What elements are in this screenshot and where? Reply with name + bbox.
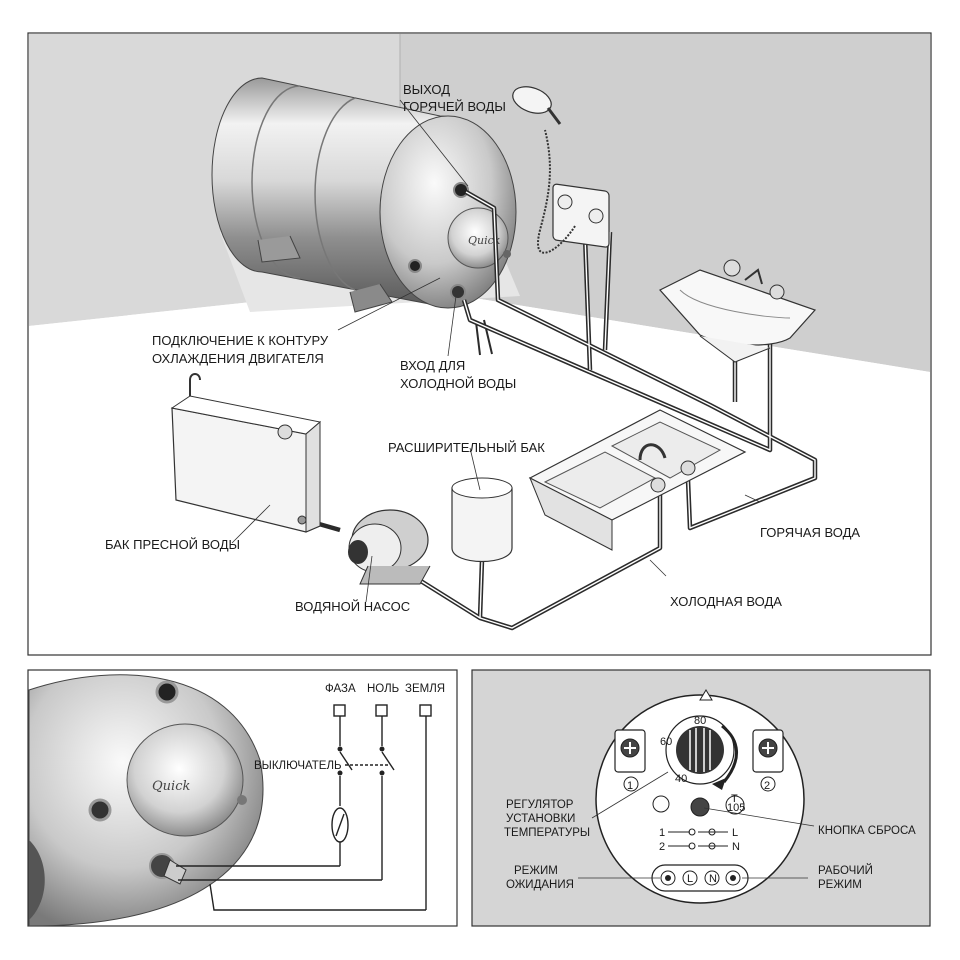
- thermostat-panel: [471, 669, 931, 927]
- dial-value-60: 60: [660, 736, 672, 748]
- label-engine-loop-1: ПОДКЛЮЧЕНИЕ К КОНТУРУ: [152, 333, 329, 348]
- expansion-tank: [451, 477, 513, 563]
- wiring-lines: [176, 704, 432, 911]
- label-working-1: РАБОЧИЙ: [818, 864, 873, 877]
- label-cold-inlet-2: ХОЛОДНОЙ ВОДЫ: [400, 376, 516, 391]
- label-standby-1: РЕЖИМ: [514, 865, 558, 877]
- label-ground: ЗЕМЛЯ: [405, 683, 445, 695]
- wire-l-label: L: [732, 827, 738, 839]
- terminal-2-label: 2: [764, 780, 770, 792]
- terminal-1-label: 1: [627, 780, 633, 792]
- wiring-panel: Quick: [27, 669, 458, 927]
- kitchen-sink: [528, 409, 747, 551]
- heater-brand: Quick: [468, 234, 501, 247]
- water-pump: [348, 509, 431, 585]
- wiring-heater-brand: Quick: [152, 779, 190, 794]
- label-working-2: РЕЖИМ: [818, 879, 862, 891]
- wire-1-label: 1: [659, 827, 665, 839]
- label-engine-loop-2: ОХЛАЖДЕНИЯ ДВИГАТЕЛЯ: [152, 351, 324, 366]
- wire-2-label: 2: [659, 841, 665, 853]
- thermal-cutoff-value: 105: [727, 802, 745, 814]
- label-temp-regulator-3: ТЕМПЕРАТУРЫ: [504, 827, 590, 839]
- label-switch: ВЫКЛЮЧАТЕЛЬ: [254, 760, 342, 772]
- label-hot-outlet-1: ВЫХОД: [403, 82, 450, 97]
- label-expansion-tank: РАСШИРИТЕЛЬНЫЙ БАК: [388, 440, 545, 455]
- indicator-l-label: L: [687, 873, 693, 885]
- back-wall: [400, 34, 930, 372]
- main-leaders: [231, 99, 761, 603]
- hot-outlet-fitting: [453, 182, 469, 198]
- cold-inlet-fitting: [450, 284, 466, 300]
- label-temp-regulator-2: УСТАНОВКИ: [506, 813, 575, 825]
- label-phase: ФАЗА: [325, 683, 356, 695]
- wire-n-label: N: [732, 841, 740, 853]
- shower: [512, 86, 610, 254]
- label-pump: ВОДЯНОЙ НАСОС: [295, 599, 410, 614]
- label-cold-water: ХОЛОДНАЯ ВОДА: [670, 594, 782, 609]
- label-reset-button: КНОПКА СБРОСА: [818, 825, 916, 837]
- floor: [29, 286, 930, 654]
- water-heater: Quick: [211, 77, 517, 313]
- label-fresh-tank: БАК ПРЕСНОЙ ВОДЫ: [105, 537, 240, 552]
- label-cold-inlet-1: ВХОД ДЛЯ: [400, 358, 465, 373]
- label-temp-regulator-1: РЕГУЛЯТОР: [506, 799, 574, 811]
- thermal-cutoff-label: T: [731, 793, 738, 805]
- wash-basin: [659, 259, 817, 363]
- label-standby-2: ОЖИДАНИЯ: [506, 879, 574, 891]
- label-neutral: НОЛЬ: [367, 683, 399, 695]
- dial-value-80: 80: [694, 715, 706, 727]
- label-hot-water: ГОРЯЧАЯ ВОДА: [760, 525, 860, 540]
- indicator-n-label: N: [709, 873, 717, 885]
- dial-value-40: 40: [675, 773, 687, 785]
- fresh-water-tank: [170, 373, 322, 533]
- label-hot-outlet-2: ГОРЯЧЕЙ ВОДЫ: [403, 99, 506, 114]
